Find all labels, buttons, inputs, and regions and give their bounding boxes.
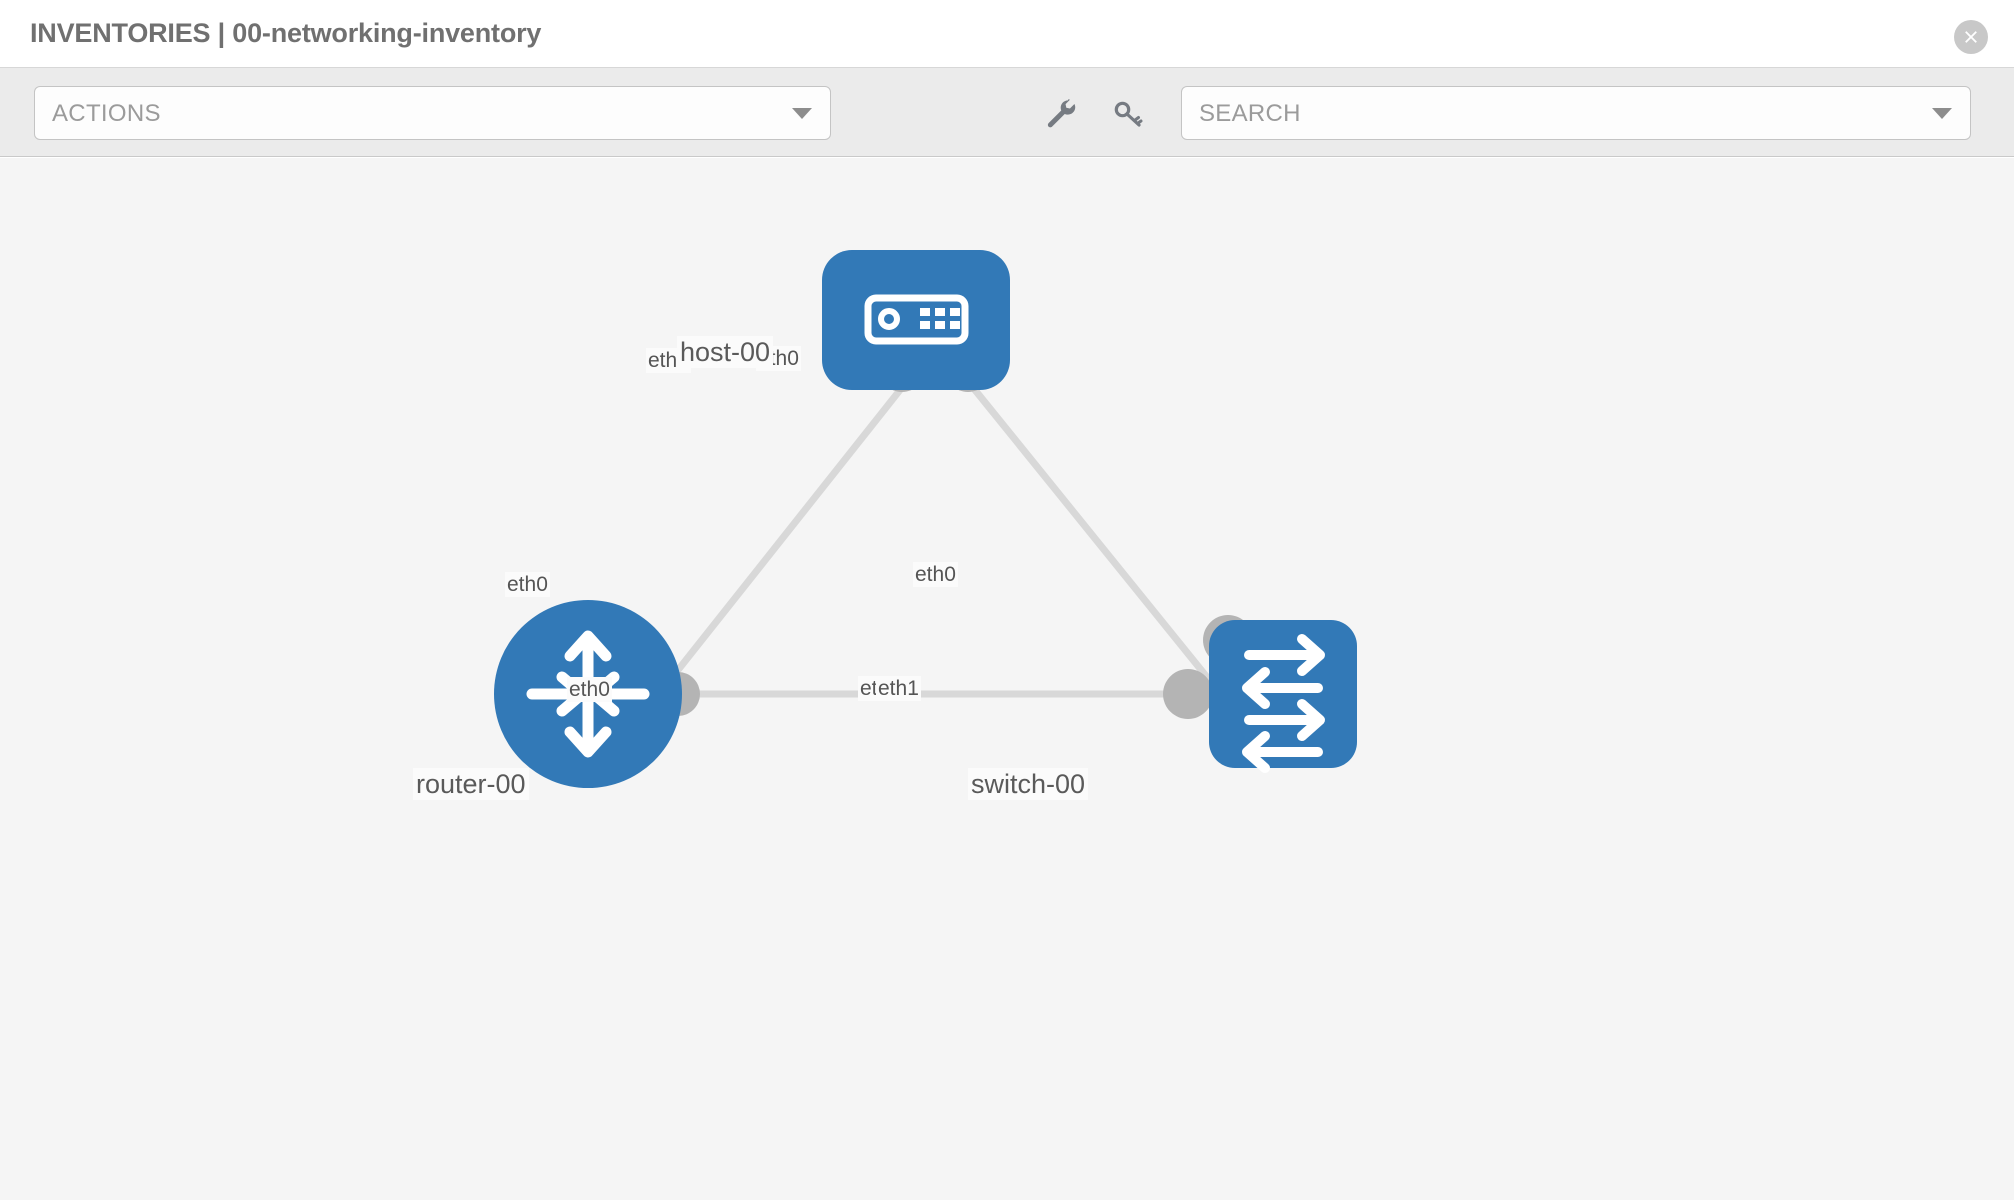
- switch-icon: [1242, 634, 1325, 773]
- edge-host-switch: [971, 386, 1244, 722]
- edge-host-router: [636, 386, 904, 722]
- close-icon[interactable]: [1954, 20, 1988, 54]
- topology-node-switch-00: [1209, 620, 1357, 773]
- page-title: INVENTORIES | 00-networking-inventory: [30, 18, 542, 48]
- node-label-switch[interactable]: switch-00: [968, 768, 1089, 800]
- key-icon[interactable]: [1108, 94, 1148, 134]
- topology-svg: [494, 250, 1357, 788]
- handle-switch-left: [1163, 669, 1213, 719]
- toolbar: ACTIONS SEARCH: [0, 68, 2014, 157]
- topology-canvas[interactable]: eth0 eth0 eth0 eth0 eth0 eth0 eth1 host-…: [0, 158, 2014, 1200]
- node-label-host[interactable]: host-00: [677, 336, 774, 368]
- page-header: INVENTORIES | 00-networking-inventory: [0, 0, 2014, 68]
- search-input[interactable]: SEARCH: [1181, 86, 1971, 140]
- edge-label-router-trunk: eth0: [567, 677, 612, 702]
- server-icon: [864, 294, 969, 345]
- topology-edges: [636, 386, 1244, 722]
- wrench-icon[interactable]: [1041, 94, 1081, 134]
- connection-handles: [656, 344, 1253, 719]
- actions-dropdown-label: ACTIONS: [52, 100, 161, 127]
- edge-label-router-uplink: eth0: [505, 572, 550, 597]
- edge-label-switch-uplink: eth0: [913, 562, 958, 587]
- topology-node-host-00: [822, 250, 1010, 390]
- actions-dropdown[interactable]: ACTIONS: [34, 86, 831, 140]
- chevron-down-icon: [792, 108, 812, 119]
- node-label-router[interactable]: router-00: [413, 768, 529, 800]
- search-placeholder-label: SEARCH: [1199, 100, 1301, 127]
- edge-label-switch-trunk: eth1: [876, 676, 921, 701]
- chevron-down-icon[interactable]: [1932, 108, 1952, 119]
